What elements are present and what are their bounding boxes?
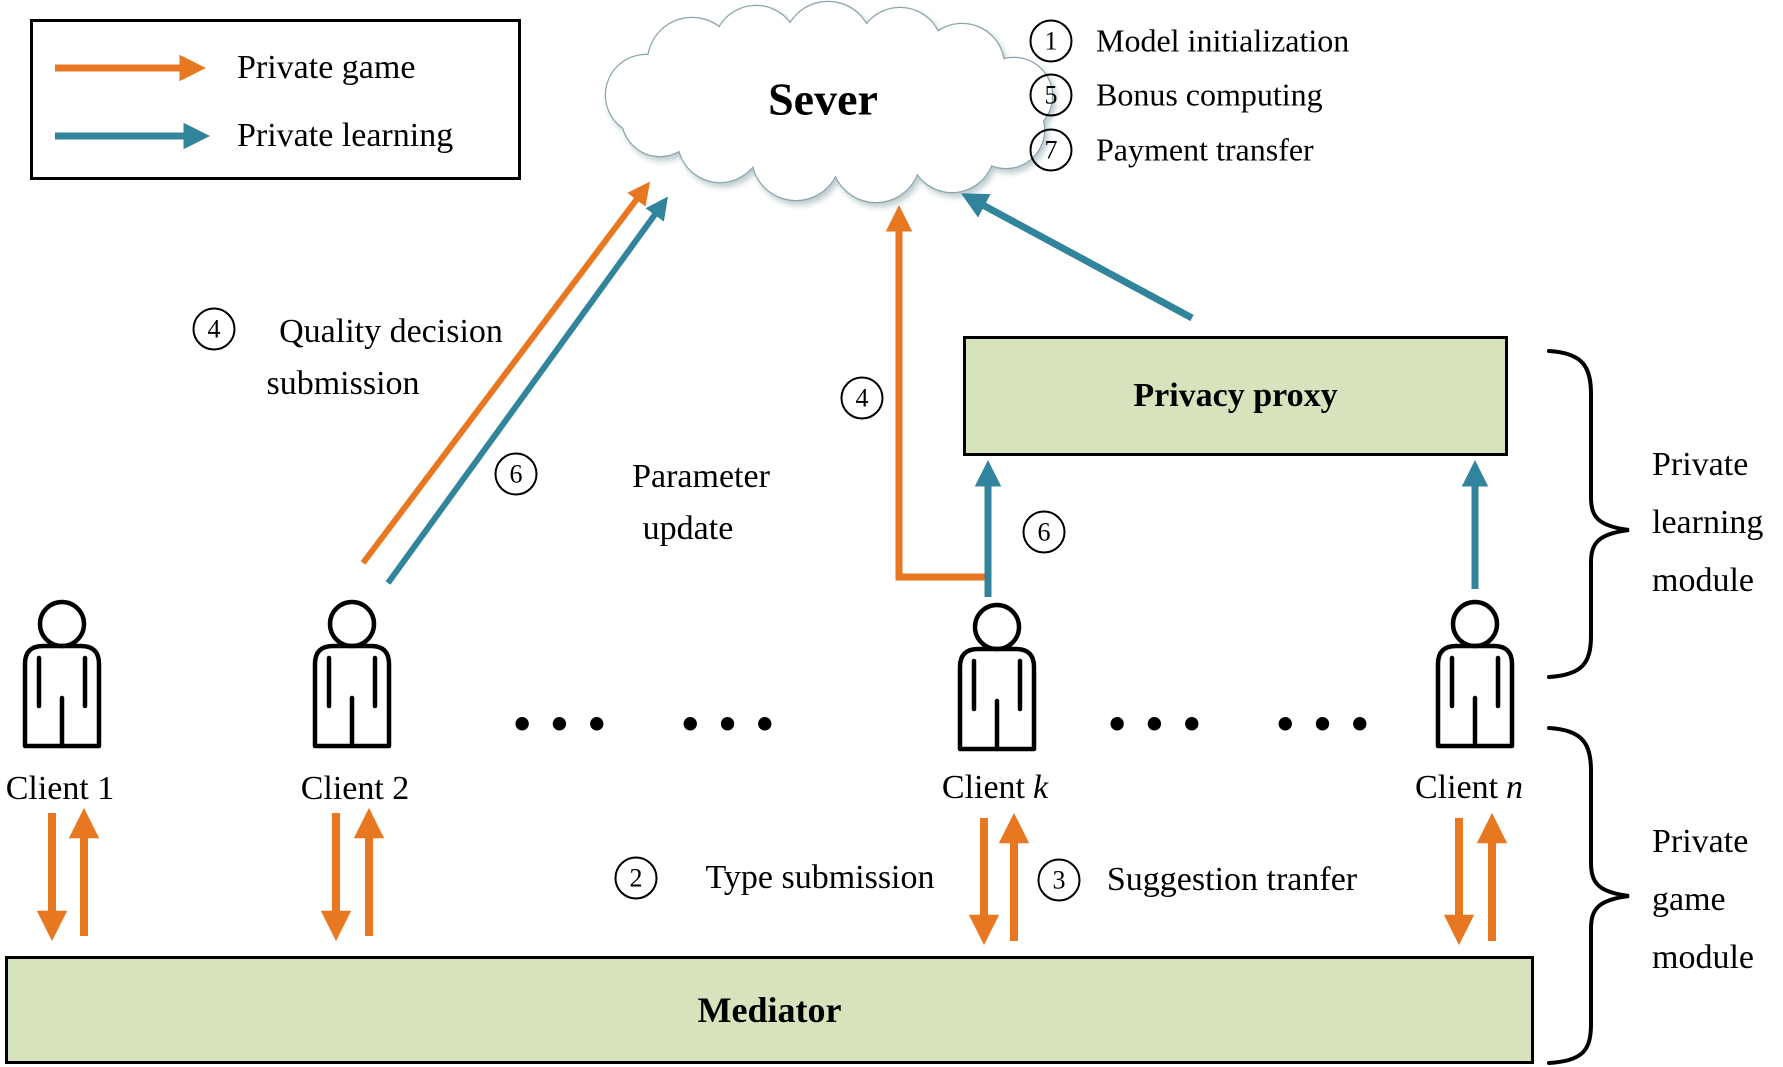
client-1-icon [25, 602, 99, 746]
legend-private-game-label: Private game [237, 49, 416, 86]
step-3-circle: 3 [1037, 858, 1081, 902]
client-1-label: Client 1 [5, 770, 115, 807]
client-2-icon [315, 602, 389, 746]
suggestion-transfer-label: Suggestion tranfer [1106, 861, 1358, 898]
ellipsis-right: ••• ••• [1105, 703, 1385, 747]
step-7-circle: 7 [1029, 128, 1073, 172]
privacy-proxy-label: Privacy proxy [1133, 377, 1338, 414]
client-n-icon [1438, 602, 1512, 746]
step-6-circle: 6 [494, 452, 538, 496]
type-submission-label: Type submission [705, 859, 935, 896]
step-2-circle: 2 [614, 856, 658, 900]
ellipsis-left: ••• ••• [510, 703, 790, 747]
step-1-label: Model initialization [1096, 22, 1350, 59]
step-5-circle: 5 [1029, 73, 1073, 117]
private-game-module-label: Private game module [1652, 823, 1754, 976]
server-label: Sever [768, 73, 878, 125]
parameter-update-arrow [385, 196, 669, 585]
quality-decision-label-line1: Quality decision [279, 313, 503, 350]
step-5-label: Bonus computing [1096, 76, 1323, 113]
privacy-proxy-box: Privacy proxy [963, 336, 1508, 456]
client-2-label: Client 2 [300, 770, 410, 807]
parameter-update-label-line2: update [642, 510, 734, 547]
proxy-step-4-circle: 4 [840, 376, 884, 420]
step-4-circle: 4 [192, 307, 236, 351]
private-learning-module-label: Private learning module [1652, 446, 1764, 599]
private-learning-module-brace [1547, 349, 1630, 679]
quality-decision-label-line2: submission [266, 365, 420, 402]
legend-private-learning-label: Private learning [237, 117, 454, 154]
mediator-label: Mediator [697, 990, 842, 1030]
proxy-server-arrow [960, 193, 1194, 322]
step-7-label: Payment transfer [1096, 131, 1314, 168]
private-game-module-brace [1547, 726, 1630, 1065]
client-k-icon [960, 605, 1034, 749]
mediator-box: Mediator [5, 956, 1534, 1064]
proxy-step-6-circle: 6 [1022, 510, 1066, 554]
legend-box [30, 19, 521, 180]
parameter-update-label-line1: Parameter [632, 458, 770, 495]
step-1-circle: 1 [1029, 19, 1073, 63]
